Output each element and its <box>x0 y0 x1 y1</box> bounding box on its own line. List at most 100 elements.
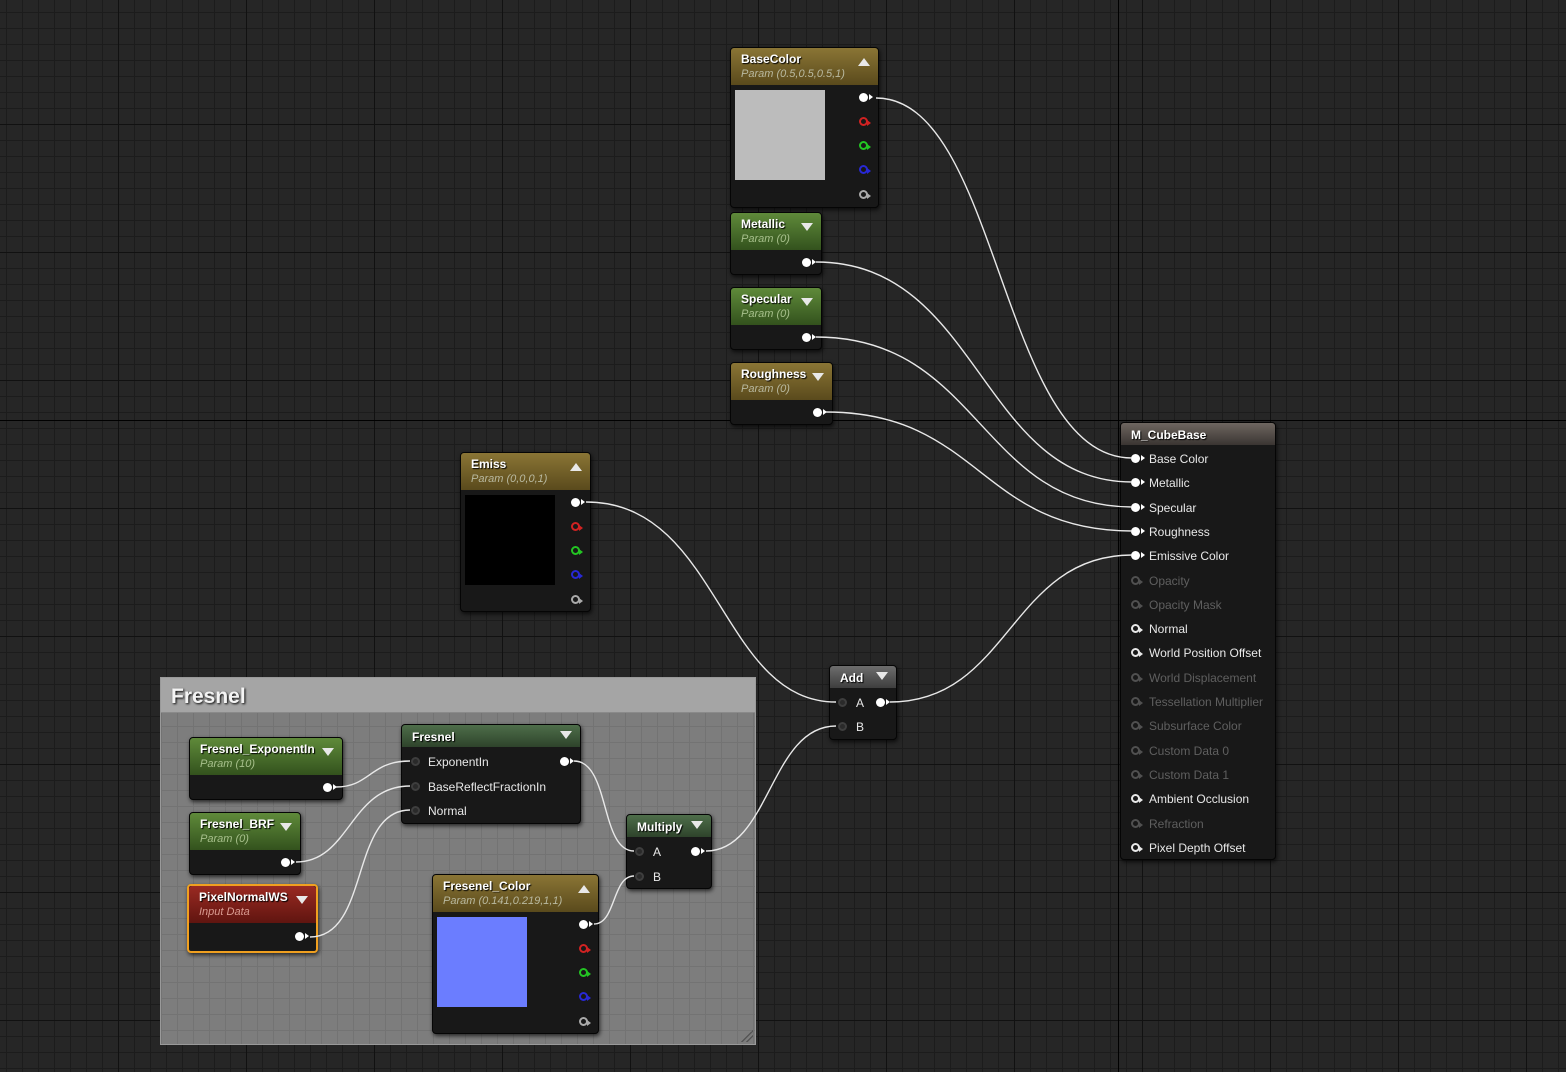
node-roughness[interactable]: Roughness Param (0) <box>730 362 833 425</box>
color-preview-swatch <box>735 90 825 180</box>
material-input-row: Custom Data 0 <box>1121 739 1275 763</box>
resize-grip-icon[interactable] <box>741 1030 753 1042</box>
output-pin[interactable] <box>802 333 816 342</box>
input-pin[interactable] <box>1131 648 1143 658</box>
output-pin[interactable] <box>813 408 827 417</box>
collapse-arrow-icon[interactable] <box>858 58 870 66</box>
input-label-a: A <box>856 696 865 710</box>
input-label: Tessellation Multiplier <box>1149 695 1264 709</box>
expand-arrow-icon[interactable] <box>296 896 308 904</box>
input-pin[interactable] <box>1131 502 1145 512</box>
output-pin-g[interactable] <box>579 968 591 977</box>
collapse-arrow-icon[interactable] <box>578 885 590 893</box>
wire-emiss-to-add-a <box>585 501 837 703</box>
output-pin-r[interactable] <box>859 117 871 126</box>
material-input-row[interactable]: Base Color <box>1121 447 1275 471</box>
output-pin[interactable] <box>560 757 574 766</box>
node-title: M_CubeBase <box>1131 428 1207 442</box>
output-pin-r[interactable] <box>579 944 591 953</box>
node-title: Roughness <box>741 367 807 381</box>
output-pin-rgb[interactable] <box>859 93 873 102</box>
input-pin-a[interactable] <box>838 698 847 707</box>
node-multiply[interactable]: Multiply A B <box>626 814 712 889</box>
output-pin-rgb[interactable] <box>579 920 593 929</box>
output-pin-b[interactable] <box>859 165 871 174</box>
material-input-row[interactable]: Metallic <box>1121 471 1275 495</box>
input-pin[interactable] <box>1131 526 1145 536</box>
expand-arrow-icon[interactable] <box>801 298 813 306</box>
material-input-row[interactable]: Pixel Depth Offset <box>1121 836 1275 860</box>
expand-arrow-icon[interactable] <box>560 731 572 739</box>
expand-arrow-icon[interactable] <box>691 821 703 829</box>
input-label: Custom Data 0 <box>1149 743 1230 758</box>
input-pin[interactable] <box>1131 478 1145 488</box>
node-metallic[interactable]: Metallic Param (0) <box>730 212 822 275</box>
node-pixelnormalws[interactable]: PixelNormalWS Input Data <box>187 884 318 953</box>
node-title: Specular <box>741 292 792 306</box>
expand-arrow-icon[interactable] <box>876 672 888 680</box>
material-input-row[interactable]: Normal <box>1121 617 1275 641</box>
output-pin[interactable] <box>802 258 816 267</box>
output-pin-b[interactable] <box>579 992 591 1001</box>
input-label: Roughness <box>1149 524 1210 539</box>
node-title: Fresnel <box>412 730 455 744</box>
output-pin-a[interactable] <box>859 190 871 199</box>
color-preview-swatch <box>465 495 555 585</box>
material-input-row[interactable]: Roughness <box>1121 520 1275 544</box>
node-emiss[interactable]: Emiss Param (0,0,0,1) <box>460 452 591 612</box>
comment-title[interactable]: Fresnel <box>161 678 755 713</box>
input-pin[interactable] <box>1131 842 1143 852</box>
node-specular[interactable]: Specular Param (0) <box>730 287 822 350</box>
input-label: World Position Offset <box>1149 646 1262 661</box>
input-pin[interactable] <box>1131 551 1145 561</box>
expand-arrow-icon[interactable] <box>801 223 813 231</box>
output-pin[interactable] <box>295 932 309 941</box>
material-input-row[interactable]: Ambient Occlusion <box>1121 787 1275 811</box>
node-add[interactable]: Add A B <box>829 665 897 740</box>
node-basecolor[interactable]: BaseColor Param (0.5,0.5,0.5,1) <box>730 47 879 208</box>
input-pin <box>1131 769 1143 779</box>
input-pin-b[interactable] <box>838 722 847 731</box>
collapse-arrow-icon[interactable] <box>570 463 582 471</box>
color-preview-swatch <box>437 917 527 1007</box>
material-input-row[interactable]: Specular <box>1121 496 1275 520</box>
input-pin-normal[interactable] <box>411 806 420 815</box>
input-pin-basereflectfractionin[interactable] <box>411 782 420 791</box>
input-pin <box>1131 721 1143 731</box>
output-pin-r[interactable] <box>571 522 583 531</box>
output-pin[interactable] <box>691 847 705 856</box>
material-input-row: Custom Data 1 <box>1121 763 1275 787</box>
input-pin <box>1131 818 1143 828</box>
output-pin-b[interactable] <box>571 570 583 579</box>
input-pin-exponentin[interactable] <box>411 757 420 766</box>
input-pin-a[interactable] <box>635 847 644 856</box>
node-subtitle: Param (0) <box>200 833 249 845</box>
input-pin[interactable] <box>1131 624 1143 634</box>
expand-arrow-icon[interactable] <box>322 748 334 756</box>
input-pin[interactable] <box>1131 794 1143 804</box>
node-subtitle: Param (0,0,0,1) <box>471 473 548 485</box>
output-pin-g[interactable] <box>859 141 871 150</box>
expand-arrow-icon[interactable] <box>280 823 292 831</box>
expand-arrow-icon[interactable] <box>812 373 824 381</box>
input-pin-b[interactable] <box>635 872 644 881</box>
wire-basecolor-to-base-color <box>875 97 1133 459</box>
material-input-row[interactable]: Emissive Color <box>1121 544 1275 568</box>
input-pin[interactable] <box>1131 454 1145 463</box>
node-fresnel[interactable]: Fresnel ExponentIn BaseReflectFractionIn… <box>401 724 581 824</box>
node-title: BaseColor <box>741 52 802 66</box>
node-fresnel-brf[interactable]: Fresnel_BRF Param (0) <box>189 812 301 875</box>
output-pin-g[interactable] <box>571 546 583 555</box>
input-label-basereflectfractionin: BaseReflectFractionIn <box>428 780 547 794</box>
output-pin[interactable] <box>281 858 295 867</box>
input-label: Ambient Occlusion <box>1149 792 1250 807</box>
output-pin[interactable] <box>323 783 337 792</box>
node-fresnel-exponentin[interactable]: Fresnel_ExponentIn Param (10) <box>189 737 343 800</box>
output-pin-a[interactable] <box>579 1017 591 1026</box>
output-pin-rgb[interactable] <box>571 498 585 507</box>
output-pin[interactable] <box>876 698 890 707</box>
output-pin-a[interactable] <box>571 595 583 604</box>
node-fresenel-color[interactable]: Fresenel_Color Param (0.141,0.219,1,1) <box>432 874 599 1034</box>
material-input-row[interactable]: World Position Offset <box>1121 641 1275 665</box>
